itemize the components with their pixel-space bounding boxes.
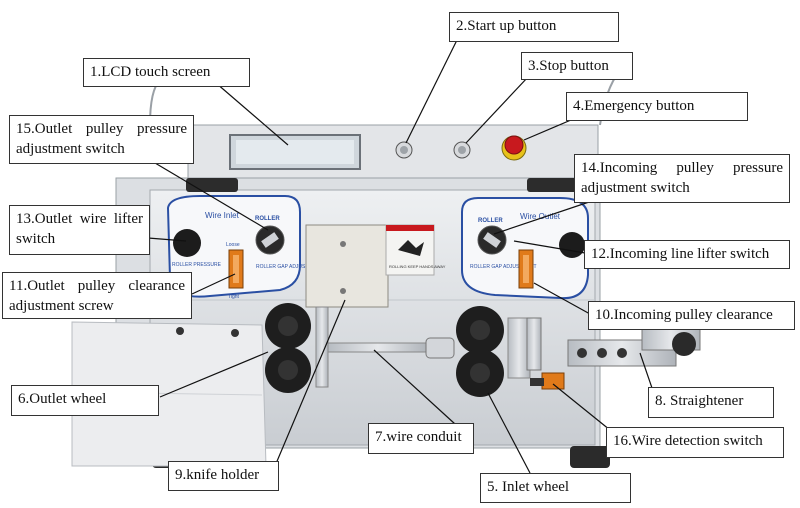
warning-text: ROLLING KEEP HANDS AWAY bbox=[389, 264, 446, 269]
roller-pressure-text: ROLLER PRESSURE bbox=[172, 262, 222, 268]
label-incoming-pulley-clearance: 10.Incoming pulley clearance bbox=[588, 301, 795, 330]
label-wire-conduit: 7.wire conduit bbox=[368, 423, 474, 454]
label-incoming-line-lifter: 12.Incoming line lifter switch bbox=[584, 240, 790, 269]
incoming-clearance-screw[interactable] bbox=[518, 249, 534, 289]
stop-button[interactable] bbox=[453, 141, 471, 159]
label-emergency-button: 4.Emergency button bbox=[566, 92, 748, 121]
label-start-button: 2.Start up button bbox=[449, 12, 619, 42]
leader-lines bbox=[147, 39, 653, 474]
incoming-pulley-pressure-knob[interactable] bbox=[477, 225, 507, 255]
outlet-clearance-screw[interactable] bbox=[228, 249, 244, 289]
roller-right-text: ROLLER bbox=[478, 218, 503, 224]
inlet-wheels bbox=[456, 306, 531, 397]
label-inlet-wheel: 5. Inlet wheel bbox=[480, 473, 631, 503]
lcd-screen[interactable] bbox=[229, 134, 361, 170]
outlet-wire-lifter-knob[interactable] bbox=[173, 229, 201, 257]
left-adjust-panel: Wire Inlet ROLLER ROLLER GAP ADJUSTMENT … bbox=[166, 195, 323, 300]
label-wire-detection-switch: 16.Wire detection switch bbox=[606, 427, 784, 458]
knife-holder bbox=[305, 224, 389, 388]
outlet-pulley-pressure-knob[interactable] bbox=[255, 225, 285, 255]
label-outlet-pulley-clearance: 11.Outlet pulley clearance adjustment sc… bbox=[2, 272, 192, 319]
wire-outlet-text: Wire Outlet bbox=[520, 212, 561, 221]
emergency-button[interactable] bbox=[501, 135, 527, 161]
wire-detection-switch bbox=[526, 317, 565, 390]
wire-inlet-text: Wire Inlet bbox=[205, 211, 240, 220]
incoming-line-lifter-knob[interactable] bbox=[559, 232, 585, 258]
label-outlet-pulley-pressure: 15.Outlet pulley pressure adjustment swi… bbox=[9, 115, 194, 164]
label-stop-button: 3.Stop button bbox=[521, 52, 633, 80]
right-adjust-panel: Wire Outlet ROLLER ROLLER GAP ADJUSTMENT bbox=[461, 197, 589, 300]
roller-left-text: ROLLER bbox=[255, 216, 280, 222]
label-straightener: 8. Straightener bbox=[648, 387, 774, 418]
roller-gap-left-text: ROLLER GAP ADJUSTMENT bbox=[256, 264, 323, 270]
outlet-wheels bbox=[265, 303, 311, 393]
wire-conduit bbox=[327, 337, 455, 359]
loose-text: Loose bbox=[226, 242, 240, 248]
label-outlet-wire-lifter: 13.Outlet wire lifter switch bbox=[9, 205, 150, 255]
warning-label: ROLLING KEEP HANDS AWAY bbox=[385, 224, 446, 276]
start-button[interactable] bbox=[395, 141, 413, 159]
label-knife-holder: 9.knife holder bbox=[168, 461, 279, 491]
tight-text: Tight bbox=[228, 294, 240, 300]
label-outlet-wheel: 6.Outlet wheel bbox=[11, 385, 159, 416]
straightener bbox=[567, 319, 701, 367]
roller-gap-right-text: ROLLER GAP ADJUSTMENT bbox=[470, 264, 537, 270]
label-lcd-touch-screen: 1.LCD touch screen bbox=[83, 58, 250, 87]
label-incoming-pulley-pressure: 14.Incoming pulley pressure adjustment s… bbox=[574, 154, 790, 203]
